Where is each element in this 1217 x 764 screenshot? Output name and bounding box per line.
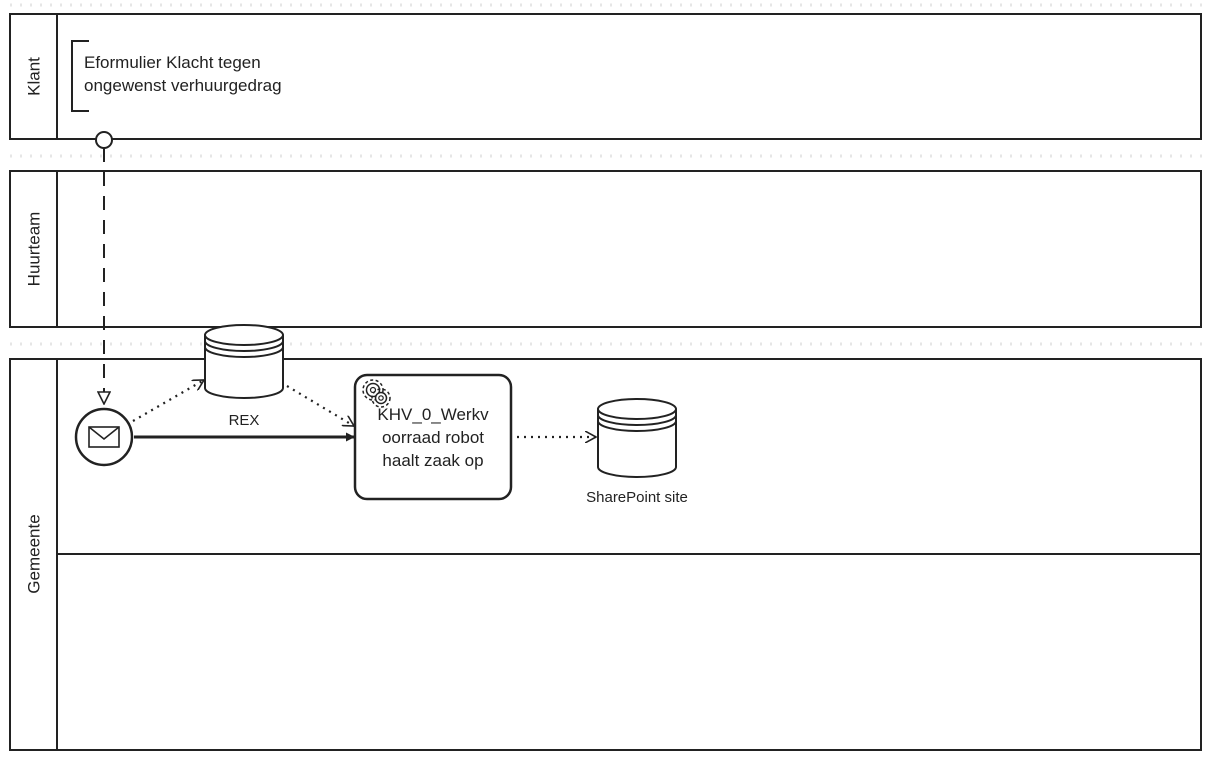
task-label-line-3: haalt zaak op <box>382 451 483 470</box>
data-store-label-sharepoint: SharePoint site <box>586 489 688 506</box>
message-flow-source-circle <box>95 131 113 149</box>
message-start-event[interactable] <box>74 407 134 467</box>
data-store-label-rex: REX <box>229 412 260 429</box>
pool-huurteam[interactable]: Huurteam <box>9 170 1202 328</box>
data-store-rex[interactable]: REX <box>204 324 284 429</box>
message-flow[interactable] <box>95 131 113 404</box>
envelope-icon <box>88 426 120 448</box>
annotation-line-2: ongewenst verhuurgedrag <box>84 76 282 95</box>
task-label-line-2: oorraad robot <box>382 428 484 447</box>
data-store-sharepoint[interactable]: SharePoint site <box>586 398 688 506</box>
pool-klant[interactable]: Klant <box>9 13 1202 140</box>
pool-label-klant: Klant <box>25 57 44 96</box>
gear-icon <box>362 379 391 408</box>
pool-label-gemeente: Gemeente <box>25 514 44 593</box>
text-annotation[interactable]: Eformulier Klacht tegen ongewenst verhuu… <box>71 40 282 112</box>
pool-label-huurteam: Huurteam <box>25 212 44 287</box>
service-task[interactable]: KHV_0_Werkv oorraad robot haalt zaak op <box>353 373 513 501</box>
annotation-line-1: Eformulier Klacht tegen <box>84 53 261 72</box>
task-label-line-1: KHV_0_Werkv <box>377 405 489 424</box>
